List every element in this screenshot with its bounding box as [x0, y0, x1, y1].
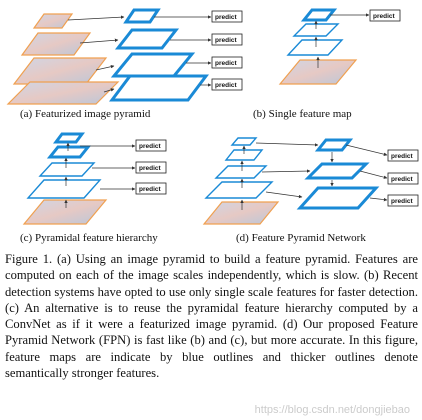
image-layer-3 — [12, 57, 108, 85]
predict-box: predict — [387, 194, 419, 207]
feature-map-b1 — [286, 39, 344, 56]
image-layer-2 — [20, 32, 92, 56]
input-image — [22, 199, 108, 225]
predict-box: predict — [387, 172, 419, 185]
top-down-map-1 — [314, 138, 354, 152]
feature-map-a4 — [109, 74, 209, 102]
svg-text:predict: predict — [373, 13, 396, 20]
panel-d-caption: (d) Feature Pyramid Network — [236, 232, 366, 244]
svg-text:predict: predict — [391, 153, 414, 160]
feature-map-c3 — [46, 145, 92, 159]
svg-text:predict: predict — [391, 176, 414, 183]
predict-box: predict — [369, 9, 401, 22]
bottom-up-map-2 — [214, 165, 268, 179]
watermark: https://blog.csdn.net/dongjiebao — [254, 404, 410, 416]
svg-text:predict: predict — [391, 198, 414, 205]
top-down-map-3 — [296, 186, 380, 210]
svg-text:predict: predict — [215, 37, 238, 44]
svg-text:predict: predict — [139, 186, 162, 193]
panel-b-caption: (b) Single feature map — [253, 108, 352, 120]
predict-box: predict — [211, 33, 243, 46]
svg-text:predict: predict — [139, 165, 162, 172]
panel-a-caption: (a) Featurized image pyramid — [20, 108, 151, 120]
panel-c: predict predict predict (c) Pyramidal fe… — [20, 132, 167, 244]
predict-box: predict — [135, 182, 167, 195]
panel-c-caption: (c) Pyramidal feature hierarchy — [20, 232, 158, 244]
svg-text:predict: predict — [139, 143, 162, 150]
predict-box: predict — [211, 10, 243, 23]
feature-map-a3 — [110, 52, 196, 78]
feature-map-a1 — [123, 8, 161, 24]
input-image — [278, 59, 358, 85]
input-image — [202, 201, 280, 225]
feature-map-c4 — [53, 132, 85, 144]
svg-text:predict: predict — [215, 60, 238, 67]
feature-map-a2 — [114, 28, 180, 50]
predict-box: predict — [387, 149, 419, 162]
predict-box: predict — [135, 139, 167, 152]
feature-map-c2 — [38, 162, 96, 177]
bottom-up-map-3 — [224, 149, 264, 161]
figure-caption: Figure 1. (a) Using an image pyramid to … — [5, 252, 418, 381]
image-layer-4 — [6, 81, 120, 105]
bottom-up-map-1 — [204, 181, 274, 199]
figure-1-diagram: predict predict predict predict (a) Feat… — [6, 8, 419, 244]
feature-map-b2 — [292, 23, 340, 37]
predict-box: predict — [211, 78, 243, 91]
svg-text:predict: predict — [215, 14, 238, 21]
panel-b: predict (b) Single feature map — [253, 8, 401, 120]
top-down-map-2 — [304, 162, 370, 180]
image-layer-1 — [32, 13, 74, 29]
feature-map-b3 — [300, 8, 338, 22]
feature-map-c1 — [26, 179, 102, 199]
predict-box: predict — [135, 161, 167, 174]
panel-a: predict predict predict predict (a) Feat… — [6, 8, 243, 120]
panel-d: predict predict predict (d) Feature Pyra… — [202, 137, 419, 244]
bottom-up-map-4 — [230, 137, 258, 146]
predict-box: predict — [211, 56, 243, 69]
svg-text:predict: predict — [215, 82, 238, 89]
